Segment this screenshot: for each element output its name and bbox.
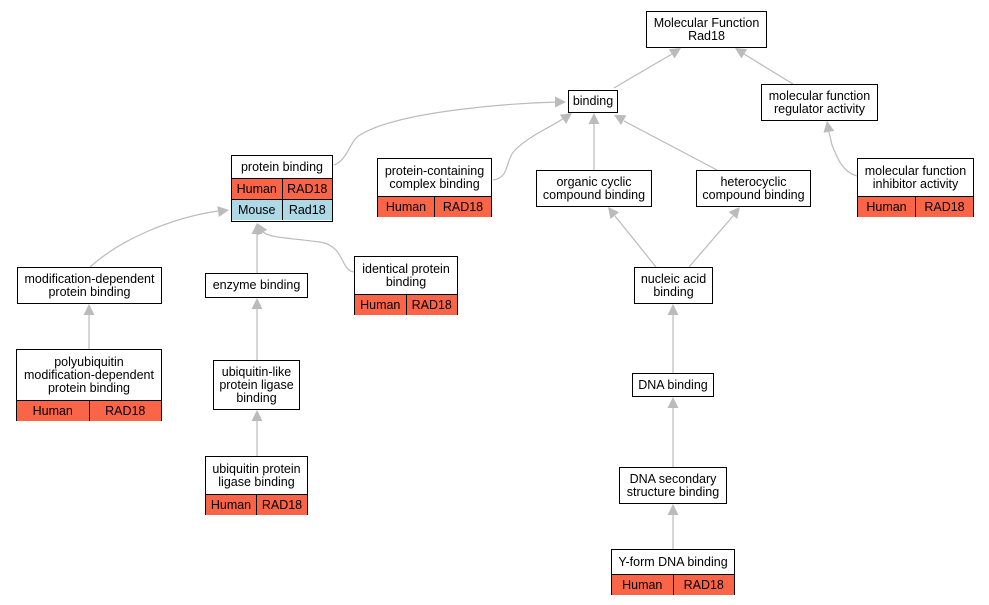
- edge-binding-to-root: [613, 53, 673, 89]
- node-label: DNA binding: [638, 377, 708, 392]
- node-binding[interactable]: binding: [568, 90, 618, 113]
- annotation-gene: Rad18: [281, 200, 333, 220]
- annotation-gene: RAD18: [915, 197, 973, 217]
- edge-inhibitor-to-regulator-arrowhead: [823, 121, 835, 133]
- edge-binding-to-root-arrowhead: [668, 48, 681, 59]
- node-label: protein binding: [240, 159, 323, 174]
- node-label: ubiquitin protein ligase binding: [212, 461, 301, 489]
- node-label: enzyme binding: [212, 278, 301, 292]
- annotation-gene: RAD18: [281, 179, 333, 199]
- node-nucleic-acid-binding[interactable]: nucleic acid binding: [634, 267, 713, 304]
- annotation-gene: RAD18: [405, 295, 458, 315]
- edge-poly-to-moddep-arrowhead: [83, 304, 95, 315]
- edge-protein-binding-to-binding-arrowhead: [555, 96, 566, 108]
- edge-complex-to-binding: [492, 117, 565, 181]
- node-dna-secondary-structure-binding[interactable]: DNA secondary structure binding: [619, 467, 727, 504]
- edge-nucleic-to-hetero-arrowhead: [728, 207, 740, 219]
- node-label: binding: [572, 94, 614, 108]
- edge-regulator-to-root: [743, 53, 794, 85]
- node-polyubiquitin-modification-dependent-protein-binding[interactable]: polyubiquitin modification-dependent pro…: [16, 349, 162, 421]
- node-protein-containing-complex-binding[interactable]: protein-containing complex binding Human…: [377, 158, 492, 217]
- node-label: heterocyclic compound binding: [702, 174, 805, 202]
- edge-dna-to-nucleic-arrowhead: [667, 304, 679, 315]
- node-y-form-dna-binding[interactable]: Y-form DNA binding Human RAD18: [611, 549, 735, 595]
- node-identical-protein-binding[interactable]: identical protein binding Human RAD18: [354, 256, 458, 315]
- node-molecular-function-inhibitor-activity[interactable]: molecular function inhibitor activity Hu…: [857, 158, 974, 217]
- annotation-species: Human: [210, 498, 252, 512]
- annotation-row: Mouse Rad18: [232, 199, 332, 220]
- annotation-species: Human: [866, 200, 907, 214]
- edge-nucleic-to-organic-arrowhead: [608, 207, 620, 220]
- node-protein-binding[interactable]: protein binding Human RAD18 Mouse Rad18: [231, 155, 333, 222]
- node-organic-cyclic-compound-binding[interactable]: organic cyclic compound binding: [536, 170, 652, 207]
- node-label: modification-dependent protein binding: [24, 271, 155, 299]
- annotation-species: Mouse: [237, 203, 276, 217]
- edge-ubl-to-enzyme-arrowhead: [251, 298, 263, 309]
- annotation-row: Human RAD18: [17, 400, 161, 421]
- node-label: molecular function regulator activity: [768, 88, 871, 116]
- annotation-row: Human RAD18: [355, 294, 457, 315]
- annotation-species: Human: [236, 182, 277, 196]
- annotation-gene: RAD18: [672, 575, 735, 595]
- edge-nucleic-to-organic: [614, 215, 657, 268]
- node-dna-binding[interactable]: DNA binding: [632, 373, 714, 397]
- annotation-gene: RAD18: [256, 495, 307, 515]
- edge-moddep-to-protein: [89, 210, 219, 268]
- edge-organic-to-binding-arrowhead: [588, 113, 600, 124]
- annotation-species: Human: [622, 578, 663, 592]
- edge-regulator-to-root-arrowhead: [735, 48, 748, 59]
- node-enzyme-binding[interactable]: enzyme binding: [205, 273, 308, 298]
- node-modification-dependent-protein-binding[interactable]: modification-dependent protein binding: [17, 267, 162, 304]
- annotation-gene: RAD18: [88, 401, 162, 421]
- edge-identical-to-protein: [262, 231, 355, 273]
- edge-ub-to-ubl-arrowhead: [251, 410, 263, 421]
- edge-hetero-to-binding-arrowhead: [614, 115, 627, 126]
- edge-nucleic-to-hetero: [688, 215, 734, 268]
- annotation-row: Human RAD18: [858, 196, 973, 217]
- node-label: nucleic acid binding: [640, 271, 707, 299]
- annotation-row: Human RAD18: [378, 196, 491, 217]
- annotation-row: Human RAD18: [612, 574, 734, 595]
- annotation-species: Human: [385, 200, 427, 214]
- annotation-species: Human: [32, 404, 73, 418]
- edge-yform-to-secondary-arrowhead: [667, 504, 679, 515]
- edge-hetero-to-binding: [623, 120, 718, 171]
- edge-inhibitor-to-regulator: [828, 131, 858, 177]
- annotation-row: Human RAD18: [232, 178, 332, 199]
- node-ubiquitin-like-protein-ligase-binding[interactable]: ubiquitin-like protein ligase binding: [213, 360, 300, 410]
- edge-secondary-to-dna-arrowhead: [667, 397, 679, 408]
- node-ubiquitin-protein-ligase-binding[interactable]: ubiquitin protein ligase binding Human R…: [205, 456, 308, 515]
- annotation-row: Human RAD18: [206, 494, 307, 515]
- edge-moddep-to-protein-arrowhead: [217, 206, 229, 217]
- node-label: Molecular Function Rad18: [653, 15, 760, 43]
- node-label: identical protein binding: [362, 261, 450, 289]
- edge-complex-to-binding-arrowhead: [559, 113, 572, 124]
- node-label: Y-form DNA binding: [618, 554, 728, 569]
- node-label: ubiquitin-like protein ligase binding: [219, 364, 294, 405]
- node-label: polyubiquitin modification-dependent pro…: [24, 354, 154, 395]
- annotation-gene: RAD18: [434, 197, 491, 217]
- node-molecular-function-regulator-activity[interactable]: molecular function regulator activity: [761, 84, 878, 121]
- node-label: protein-containing complex binding: [384, 163, 485, 191]
- edge-protein-binding-to-binding: [333, 101, 558, 166]
- node-label: molecular function inhibitor activity: [864, 163, 967, 191]
- node-molecular-function-root[interactable]: Molecular Function Rad18: [646, 11, 767, 48]
- node-label: organic cyclic compound binding: [542, 174, 646, 202]
- node-heterocyclic-compound-binding[interactable]: heterocyclic compound binding: [696, 170, 811, 207]
- edge-identical-to-protein-arrowhead: [257, 223, 268, 236]
- node-label: DNA secondary structure binding: [626, 471, 720, 499]
- annotation-species: Human: [360, 298, 401, 312]
